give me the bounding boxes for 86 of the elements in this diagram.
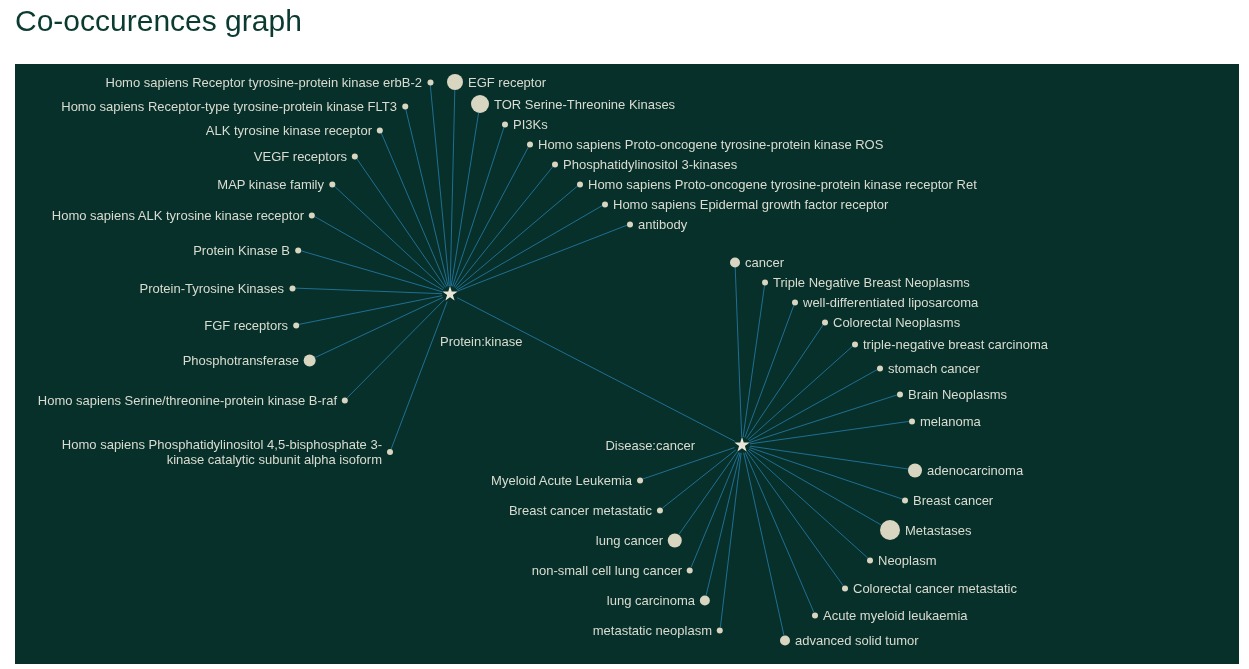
- edge-line: [346, 299, 445, 399]
- edge-line: [678, 451, 738, 535]
- edge-line: [429, 84, 450, 287]
- node-label: Homo sapiens Receptor tyrosine-protein kinase erbB-2: [105, 74, 422, 90]
- edge-line: [719, 452, 742, 628]
- node-label: melanoma: [920, 413, 981, 429]
- edge-line: [748, 448, 882, 526]
- edge-line: [746, 324, 824, 439]
- node-label: TOR Serine-Threonine Kinases: [494, 96, 676, 112]
- node-label: Homo sapiens Proto-oncogene tyrosine-protein kinase ROS: [538, 136, 884, 152]
- edge-line: [744, 304, 795, 438]
- edge-line: [749, 420, 910, 445]
- edge-line: [747, 449, 869, 559]
- node-label: Homo sapiens Receptor-type tyrosine-protein kinase FLT3: [61, 98, 397, 114]
- node-label: Neoplasm: [878, 552, 937, 568]
- edge-line: [661, 449, 737, 509]
- edge-line: [294, 287, 443, 295]
- edge-line: [298, 295, 443, 325]
- edge-line: [705, 452, 741, 596]
- node-label: Homo sapiens Proto-oncogene tyrosine-protein kinase receptor Ret: [588, 176, 977, 192]
- node-label: Protein-Tyrosine Kinases: [139, 280, 284, 296]
- edge-line: [300, 250, 443, 293]
- edge-line: [749, 394, 898, 443]
- node-label: triple-negative breast carcinoma: [863, 336, 1048, 352]
- node-label: Colorectal Neoplasms: [833, 314, 961, 330]
- page-title: Co-occurences graph: [15, 4, 302, 38]
- edge-line: [449, 89, 456, 287]
- node-label: Homo sapiens Serine/threonine-protein kinase B-raf: [37, 392, 337, 408]
- node-label: lung cancer: [595, 532, 663, 548]
- edge-line: [743, 452, 785, 636]
- edge-line: [452, 126, 505, 287]
- node-label: Homo sapiens Phosphatidylinositol 4,5-bisphosphate 3-kinase catalytic subunit alpha isoform: [60, 437, 382, 467]
- node-label: Breast cancer: [913, 492, 994, 508]
- edge-line: [746, 451, 844, 587]
- node-label: Phosphotransferase: [182, 352, 299, 368]
- edge-line: [747, 345, 854, 441]
- node-label: antibody: [638, 216, 688, 232]
- edge-line: [314, 296, 444, 358]
- edge-line: [734, 266, 743, 438]
- node-label: Metastases: [905, 522, 972, 538]
- node-label: VEGF receptors: [253, 148, 347, 164]
- node-label: Homo sapiens ALK tyrosine kinase receptor: [51, 207, 304, 223]
- edge-line: [690, 451, 740, 568]
- node-label: Brain Neoplasms: [908, 386, 1007, 402]
- edge-line: [749, 447, 903, 500]
- node-label: non-small cell lung cancer: [531, 562, 682, 578]
- edge-line: [450, 112, 480, 287]
- edge-line: [405, 108, 449, 287]
- edge-line: [742, 284, 766, 438]
- edge-line: [748, 369, 878, 442]
- edge-line: [457, 224, 628, 292]
- node-label: adenocarcinoma: [927, 462, 1024, 478]
- node-label: Acute myeloid leukaemia: [823, 607, 968, 623]
- edge-line: [455, 185, 579, 290]
- edge-line: [356, 158, 446, 288]
- edge-line: [453, 146, 530, 288]
- node-label: Triple Negative Breast Neoplasms: [773, 274, 970, 290]
- edge-line: [749, 445, 909, 470]
- node-label: FGF receptors: [204, 317, 288, 333]
- node-label: EGF receptor: [468, 74, 547, 90]
- node-label: lung carcinoma: [606, 592, 695, 608]
- node-label: cancer: [745, 254, 785, 270]
- node-label: advanced solid tumor: [795, 632, 919, 648]
- edge-line: [333, 185, 445, 289]
- node-label: well-differentiated liposarcoma: [803, 294, 979, 310]
- edge-line: [456, 297, 736, 442]
- edge-line: [744, 451, 815, 613]
- edge-line: [642, 447, 735, 480]
- node-label: Protein Kinase B: [193, 242, 290, 258]
- edge-line: [390, 301, 448, 450]
- node-label: stomach cancer: [888, 360, 980, 376]
- node-label: Colorectal cancer metastatic: [853, 580, 1017, 596]
- node-label: Disease:cancer: [605, 437, 695, 453]
- edge-line: [314, 216, 444, 291]
- node-label: metastatic neoplasm: [592, 622, 712, 638]
- edge-line: [454, 165, 554, 289]
- node-label: Myeloid Acute Leukemia: [491, 472, 632, 488]
- node-label: Protein:kinase: [440, 334, 523, 349]
- node-label: MAP kinase family: [217, 176, 324, 192]
- node-label: Phosphatidylinositol 3-kinases: [563, 156, 738, 172]
- node-label: Homo sapiens Epidermal growth factor receptor: [613, 196, 889, 212]
- edge-line: [456, 205, 603, 291]
- node-label: Breast cancer metastatic: [508, 502, 652, 518]
- edge-line: [380, 132, 448, 288]
- node-label: PI3Ks: [513, 116, 548, 132]
- node-label: ALK tyrosine kinase receptor: [205, 122, 372, 138]
